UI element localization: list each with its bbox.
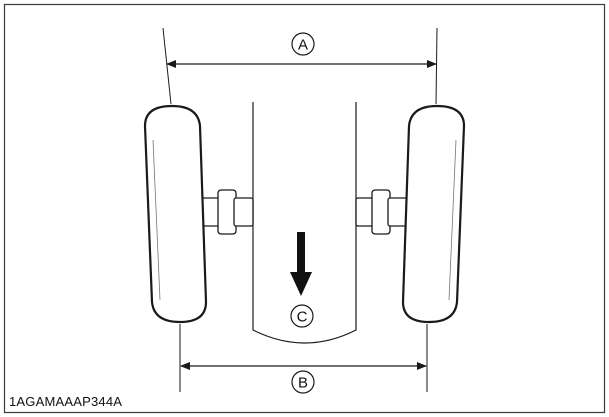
vehicle-body-outline [252, 102, 357, 344]
label-c: C [297, 309, 308, 326]
extension-line-left-top [162, 27, 172, 105]
figure-frame [3, 3, 606, 414]
label-circle-a [291, 32, 315, 56]
label-a: A [298, 37, 308, 54]
left-front-tire [143, 104, 208, 324]
extension-line-right-top [435, 27, 438, 105]
right-axle-hub [355, 189, 413, 235]
label-circle-c [290, 304, 314, 328]
right-front-tire [401, 104, 466, 324]
left-axle-hub [199, 189, 254, 235]
label-circle-b [291, 370, 315, 394]
forward-direction-arrow [290, 232, 312, 296]
label-b: B [298, 375, 308, 392]
figure-code: 1AGAMAAAP344A [9, 394, 122, 409]
